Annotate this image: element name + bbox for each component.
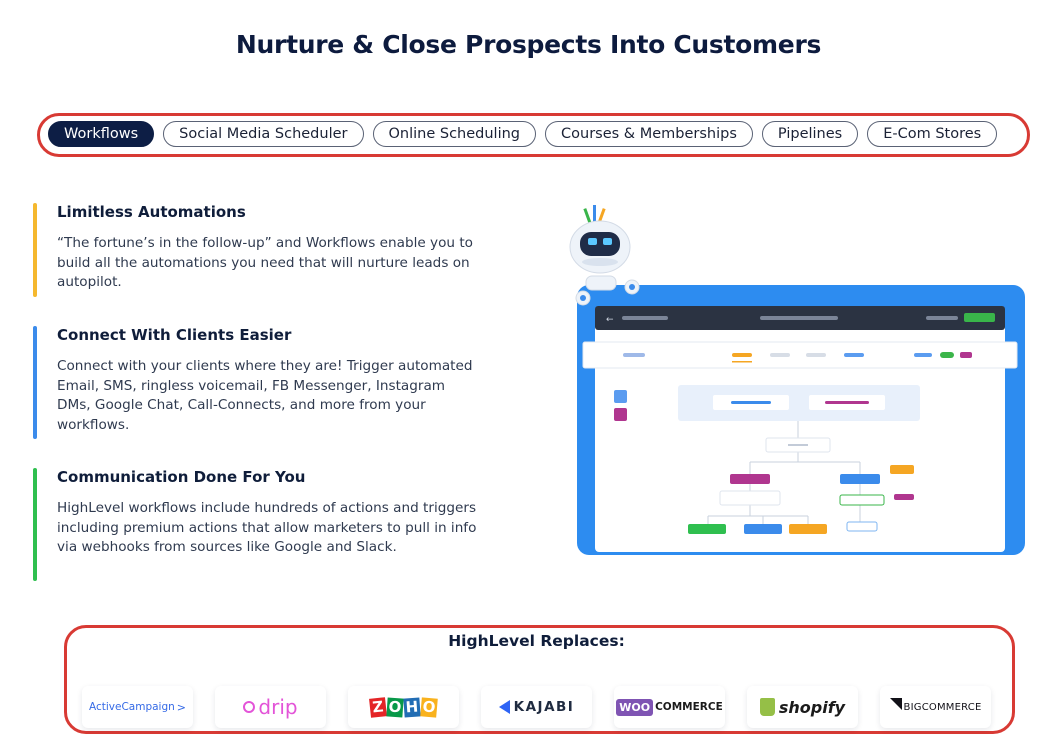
logo-woo-badge: WOO xyxy=(616,698,654,716)
feature-limitless-automations: Limitless Automations “The fortune’s in … xyxy=(33,203,473,297)
logo-bigcommerce-text: BIGCOMMERCE xyxy=(903,701,982,713)
logo-activecampaign: ActiveCampaign > xyxy=(82,686,193,728)
tab-label: Online Scheduling xyxy=(388,126,521,142)
tab-social-media-scheduler[interactable]: Social Media Scheduler xyxy=(163,121,364,147)
feature-title: Limitless Automations xyxy=(57,203,246,221)
shopify-bag-icon xyxy=(759,698,775,716)
tab-label: Courses & Memberships xyxy=(561,126,737,142)
feature-accent-bar xyxy=(33,326,37,439)
replaces-title: HighLevel Replaces: xyxy=(448,632,625,650)
feature-communication-done: Communication Done For You HighLevel wor… xyxy=(33,468,476,581)
tab-label: Social Media Scheduler xyxy=(179,126,348,142)
logo-woocommerce: WOO COMMERCE xyxy=(614,686,725,728)
logo-drip-text: drip xyxy=(258,695,298,719)
logo-shopify-text: shopify xyxy=(778,697,846,717)
logo-zoho-letter: O xyxy=(420,696,438,718)
logo-bigcommerce: BIGCOMMERCE xyxy=(880,686,991,728)
logo-shopify: shopify xyxy=(747,686,858,728)
back-arrow-icon: ← xyxy=(606,315,614,325)
competitor-logos: ActiveCampaign > drip Z O H O KAJABI WOO… xyxy=(82,686,991,728)
feature-tabs: Workflows Social Media Scheduler Online … xyxy=(48,121,998,149)
logo-woocommerce-text: COMMERCE xyxy=(655,701,723,713)
feature-accent-bar xyxy=(33,203,37,297)
logo-zoho-letter: H xyxy=(403,696,421,718)
tab-label: E-Com Stores xyxy=(883,126,982,142)
logo-zoho-letter: O xyxy=(386,696,404,718)
feature-accent-bar xyxy=(33,468,37,581)
robot-mascot-icon xyxy=(569,205,640,306)
tab-online-scheduling[interactable]: Online Scheduling xyxy=(372,121,537,147)
logo-activecampaign-text: ActiveCampaign xyxy=(88,701,175,713)
bigcommerce-triangle-icon xyxy=(889,698,902,710)
kajabi-k-icon xyxy=(498,700,510,714)
tab-workflows[interactable]: Workflows xyxy=(48,121,155,147)
logo-zoho-letter: Z xyxy=(369,696,387,718)
replaces-highlight-frame xyxy=(64,625,1015,734)
logo-kajabi-text: KAJABI xyxy=(513,699,575,715)
tab-e-com-stores[interactable]: E-Com Stores xyxy=(867,121,998,147)
tab-courses-memberships[interactable]: Courses & Memberships xyxy=(545,121,753,147)
drip-smile-icon xyxy=(243,701,256,713)
page-title: Nurture & Close Prospects Into Customers xyxy=(235,30,822,59)
tab-pipelines[interactable]: Pipelines xyxy=(761,121,859,147)
logo-activecampaign-arrow: > xyxy=(176,700,187,714)
save-button-mock xyxy=(964,313,995,322)
tab-label: Pipelines xyxy=(777,126,843,142)
workflow-builder-illustration: ← xyxy=(569,205,1025,555)
feature-title: Communication Done For You xyxy=(57,468,306,486)
logo-zoho: Z O H O xyxy=(348,686,459,728)
feature-text: “The fortune’s in the follow-up” and Wor… xyxy=(57,235,473,290)
feature-text: HighLevel workflows include hundreds of … xyxy=(57,500,477,555)
logo-kajabi: KAJABI xyxy=(481,686,592,728)
tabs-highlight-frame xyxy=(37,113,1030,157)
feature-title: Connect With Clients Easier xyxy=(57,326,292,344)
feature-connect-with-clients: Connect With Clients Easier Connect with… xyxy=(33,326,473,439)
logo-drip: drip xyxy=(215,686,326,728)
feature-text: Connect with your clients where they are… xyxy=(57,358,473,433)
tab-label: Workflows xyxy=(64,126,139,142)
